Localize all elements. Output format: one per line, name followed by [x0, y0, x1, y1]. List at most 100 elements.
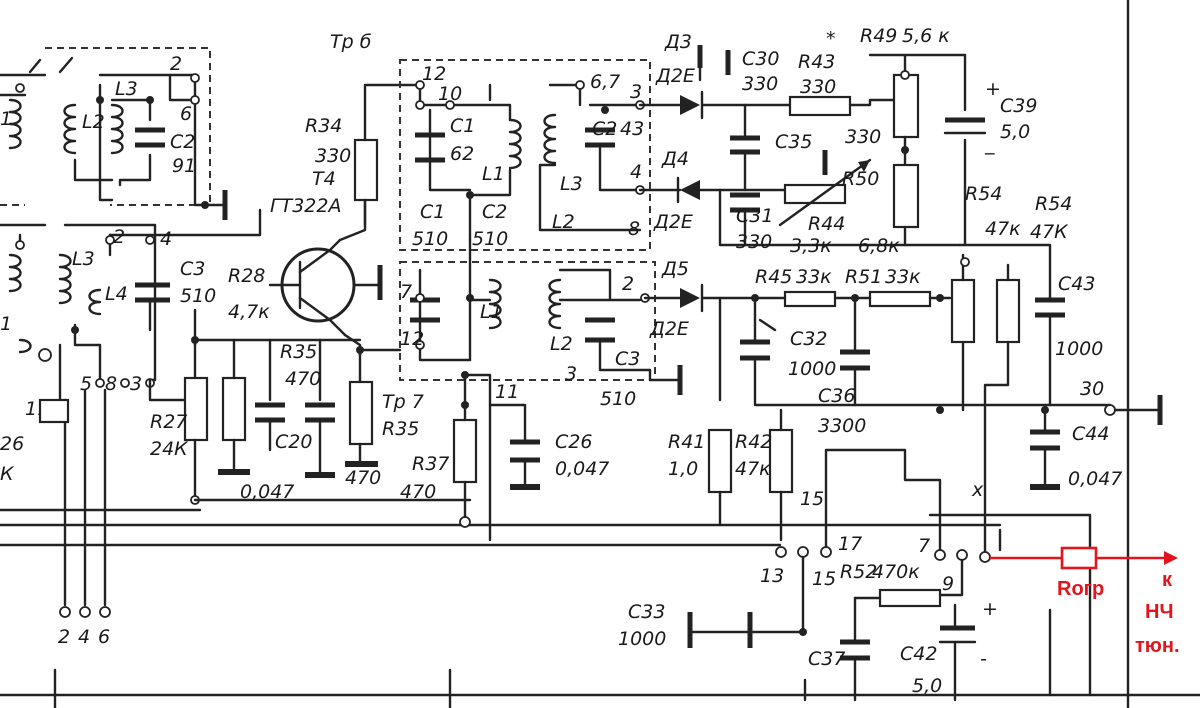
res-r43-star: *	[826, 28, 836, 50]
transistor-t4-label: Т4	[312, 168, 336, 190]
cap-c35-value: 330	[845, 126, 881, 148]
res-r44-value: 3,3к	[790, 235, 832, 257]
cap-c2b-label: C2	[482, 201, 507, 223]
pin-bottom-6: 6	[98, 626, 110, 648]
res-r35b-value: 470	[345, 467, 381, 489]
diode-d5: Д5 Д2Е	[643, 258, 757, 340]
res-r35a-value: 470	[285, 368, 321, 390]
pin-9: 9	[942, 573, 954, 595]
res-r43-label: R43	[798, 51, 835, 73]
cap-c2m-value: 43	[620, 118, 644, 140]
diode-d3: Д3 Д2Е C30 330	[638, 31, 792, 120]
pin-1b: 1	[0, 313, 12, 335]
cap-c43-label: C43	[1058, 273, 1095, 295]
res-r52-label: R52	[840, 561, 877, 583]
res-r28-value: 4,7к	[228, 301, 270, 323]
cap-c30-value: 330	[742, 73, 778, 95]
coil-l2m-label: L2	[552, 211, 575, 233]
pin-k: К	[0, 463, 15, 485]
pin-6-7: 6,7	[590, 71, 620, 93]
res-r49-label: R49	[860, 25, 897, 47]
trafo-tr6-label: Тр б	[330, 31, 372, 53]
coil-l3m-label: L3	[560, 173, 583, 195]
pin-8: 8	[105, 373, 117, 395]
pin-13: 13	[760, 565, 784, 587]
pin-7a: 7	[400, 281, 412, 303]
cap-c32-value: 1000	[788, 358, 836, 380]
coil-l1-label: L1	[482, 163, 505, 185]
cap-c20-label: C20	[275, 431, 312, 453]
res-r54a-label: R54	[965, 183, 1002, 205]
cap-c3m-label: C3	[615, 348, 640, 370]
cap-c2-left-label: C2	[170, 131, 195, 153]
cap-c39-label: C39	[1000, 95, 1037, 117]
coil-l1b-label: L1	[480, 301, 503, 323]
cap-c44-value: 0,047	[1068, 468, 1122, 490]
res-r34-label: R34	[305, 115, 342, 137]
pin-11b: 11	[495, 381, 519, 403]
res-r35b-label: R35	[382, 418, 419, 440]
r35-r37-block: R35 470 Тр 7 R35 470 R37 470	[280, 341, 478, 528]
res-r45-label: R45	[755, 266, 792, 288]
pin-30: 30	[1080, 378, 1104, 400]
res-r27-label: R27	[150, 411, 187, 433]
res-r37-label: R37	[412, 453, 449, 475]
diode-d3-label: Д3	[664, 31, 692, 53]
pin-7b: 7	[918, 535, 930, 557]
cap-c37-label: C37	[808, 648, 845, 670]
pin-3c: 3	[565, 363, 577, 385]
res-r34-value: 330	[315, 145, 351, 167]
pin-12a: 12	[422, 63, 446, 85]
diode-d4: Д4 Д2Е	[638, 148, 802, 233]
output-k-label: к	[1162, 569, 1173, 591]
cap-c2-left-value: 91	[172, 155, 196, 177]
coil-l3b-label: L3	[72, 248, 95, 270]
pin-bottom-2: 2	[58, 626, 70, 648]
diode-d3-type: Д2Е	[655, 65, 695, 87]
cap-c36-value: 3300	[818, 415, 866, 437]
tr7-block: 7 12 C1 510 C2 510 L1 L2 2 3 C3 510 11	[399, 201, 683, 542]
pin-6: 6	[180, 103, 192, 125]
cap-c1b-label: C1	[420, 201, 445, 223]
cap-c1b-value: 510	[412, 228, 448, 250]
pin-2a: 2	[170, 53, 182, 75]
transistor-t4-type: ГТ322А	[270, 195, 341, 217]
cap-c26-label: C26	[555, 431, 592, 453]
res-r51-label: R51	[845, 266, 882, 288]
red-annotation: Rогр к НЧ тюн.	[990, 546, 1180, 657]
left-bus-lines: 2 4 6	[0, 378, 1200, 708]
cap-c42-value: 5,0	[912, 675, 942, 697]
pin-3b: 3	[630, 81, 642, 103]
r41-r42-block: R41 1,0 R42 47к 15	[668, 296, 824, 542]
connector-row: 17 13 15 7 9 x	[760, 448, 991, 634]
trafo-tr7-label: Тр 7	[382, 391, 424, 413]
cap-c36-label: C36	[818, 385, 855, 407]
cap-c3m-value: 510	[600, 388, 636, 410]
coil-l2-left-label: L2	[82, 111, 105, 133]
r45-r51-block: R45 33к R51 33к	[751, 266, 952, 308]
res-r27-value: 24К	[150, 438, 189, 460]
left-lower-block: 2 4 L3 L4 1 5 8 3 11 26 К C3 510	[0, 208, 262, 485]
res-r42-value: 47к	[735, 458, 771, 480]
res-r43-value: 330	[800, 76, 836, 98]
pin-15a: 15	[800, 488, 824, 510]
pin-8b: 8	[628, 218, 640, 240]
pin-17: 17	[838, 533, 862, 555]
c43-c44-block: C43 1000 30 C44 0,047	[936, 273, 1163, 490]
res-r49-value: 5,6 к	[902, 25, 950, 47]
cap-c31-label: C31	[736, 205, 773, 227]
c42-minus: -	[980, 648, 987, 670]
x-mark: x	[971, 479, 984, 501]
cap-c33-value: 1000	[618, 628, 666, 650]
res-r35a-label: R35	[280, 341, 317, 363]
r54-pair: R54 R54 47к 47К	[950, 183, 1072, 562]
cap-c2m-label: C2	[592, 118, 617, 140]
pin-1a: 1	[0, 108, 12, 130]
res-r54a-value: 47к	[985, 218, 1021, 240]
diode-d5-type: Д2Е	[649, 318, 689, 340]
pin-2c: 2	[622, 273, 634, 295]
pin-10: 10	[438, 83, 462, 105]
cap-c2b-value: 510	[472, 228, 508, 250]
pin-15b: 15	[812, 568, 836, 590]
